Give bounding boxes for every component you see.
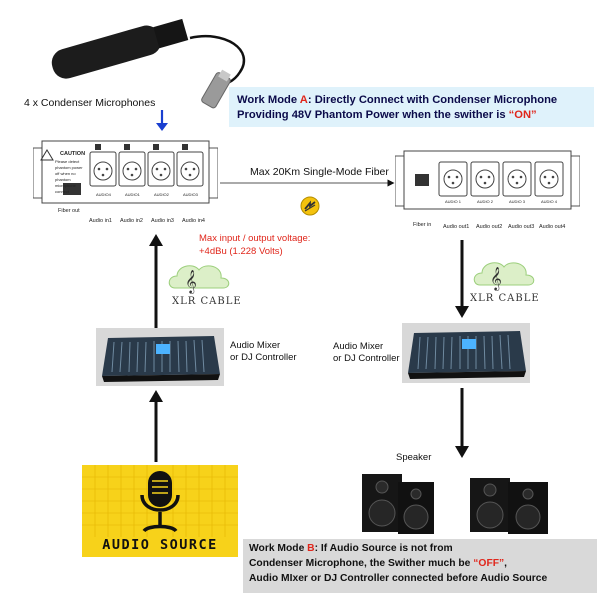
work-mode-a-box: Work Mode A: Directly Connect with Conde… (229, 87, 594, 127)
work-mode-b-box: Work Mode B: If Audio Source is not from… (243, 539, 597, 593)
rx-channel-2: AUDIO 2 (477, 199, 494, 204)
mode-b-prefix: Work Mode (249, 543, 308, 554)
mode-b-line3: Audio MIxer or DJ Controller connected b… (249, 573, 548, 584)
mode-b-line2-end: , (504, 558, 508, 569)
condenser-microphone-icon (51, 18, 246, 109)
speaker-pair-left (362, 474, 434, 534)
svg-text:𝄞: 𝄞 (185, 269, 197, 294)
microphone-icon (82, 465, 238, 537)
rx-channel-3: AUDIO 3 (509, 199, 526, 204)
mixer-console-icon (102, 336, 220, 382)
audio-mixer-left (96, 328, 224, 386)
arrow-source-to-mixer (149, 390, 163, 462)
audio-out-1-label: Audio out1 (443, 224, 470, 230)
xlr-cable-cloud-icon: 𝄞 (168, 265, 230, 294)
mode-b-line1: : If Audio Source is not from (314, 543, 453, 554)
mode-b-letter: B (307, 543, 315, 554)
mode-a-on-text: “ON” (508, 109, 537, 121)
mixer-left-label: Audio Mixer or DJ Controller (230, 340, 297, 363)
fiber-in-label: Fiber in (413, 222, 432, 228)
tx-channel-3: AUDIO3 (183, 192, 198, 197)
mixer-console-icon-right (408, 331, 526, 379)
audio-source-label: AUDIO SOURCE (102, 537, 218, 553)
tx-channel-1: AUDIO1 (125, 192, 140, 197)
voltage-line-1: Max input / output voltage: (199, 233, 311, 244)
mode-a-letter: A (299, 94, 308, 106)
mode-a-line2: Providing 48V Phantom Power when the swi… (237, 109, 509, 121)
audio-in-4-label: Audio in4 (182, 218, 205, 224)
xlr-cable-label-left: XLR CABLE (172, 296, 242, 307)
audio-mixer-right (402, 323, 530, 383)
fiber-optic-icon (300, 196, 320, 216)
voltage-note: Max input / output voltage: +4dBu (1.228… (199, 232, 310, 258)
rx-channel-1: AUDIO 1 (445, 199, 462, 204)
fiber-out-label: Fiber out (58, 208, 80, 214)
speakers-icon (362, 474, 548, 534)
audio-source-box: AUDIO SOURCE (82, 465, 238, 557)
fiber-transmitter-device: CAUTION Please detect phantom power off … (33, 138, 218, 230)
tx-channel-4: AUDIO4 (96, 192, 111, 197)
arrow-mixer-to-transmitter (149, 234, 163, 328)
voltage-line-2: +4dBu (1.228 Volts) (199, 246, 283, 257)
rx-channel-4: AUDIO 4 (541, 199, 558, 204)
mode-a-line1: : Directly Connect with Condenser Microp… (307, 94, 558, 106)
audio-out-4-label: Audio out4 (539, 224, 566, 230)
arrow-receiver-to-mixer (455, 240, 469, 318)
speaker-pair-right (470, 478, 548, 534)
mode-b-off-text: “OFF” (473, 558, 505, 569)
arrow-mixer-to-speaker (455, 388, 469, 458)
speaker-label: Speaker (396, 452, 432, 463)
mode-a-prefix: Work Mode (237, 94, 300, 106)
down-arrow-icon (156, 110, 168, 131)
microphone-label: 4 x Condenser Microphones (24, 97, 156, 109)
xlr-cable-cloud-icon-right: 𝄞 (473, 262, 535, 291)
caution-title: CAUTION (60, 151, 86, 157)
audio-in-3-label: Audio in3 (151, 218, 174, 224)
svg-text:𝄞: 𝄞 (490, 266, 502, 291)
fiber-label: Max 20Km Single-Mode Fiber (250, 166, 389, 178)
mixer-right-label: Audio Mixer or DJ Controller (333, 341, 400, 364)
mode-b-line2: Condenser Microphone, the Swither much b… (249, 558, 474, 569)
audio-out-3-label: Audio out3 (508, 224, 535, 230)
caution-text: Please detect phantom power off when no … (55, 159, 83, 194)
audio-out-2-label: Audio out2 (476, 224, 503, 230)
fiber-receiver-device: AUDIO 1 AUDIO 2 AUDIO 3 AUDIO 4 Fiber in… (395, 148, 580, 236)
tx-channel-2: AUDIO2 (154, 192, 169, 197)
xlr-cable-label-right: XLR CABLE (470, 293, 540, 304)
audio-in-2-label: Audio in2 (120, 218, 143, 224)
audio-in-1-label: Audio in1 (89, 218, 112, 224)
